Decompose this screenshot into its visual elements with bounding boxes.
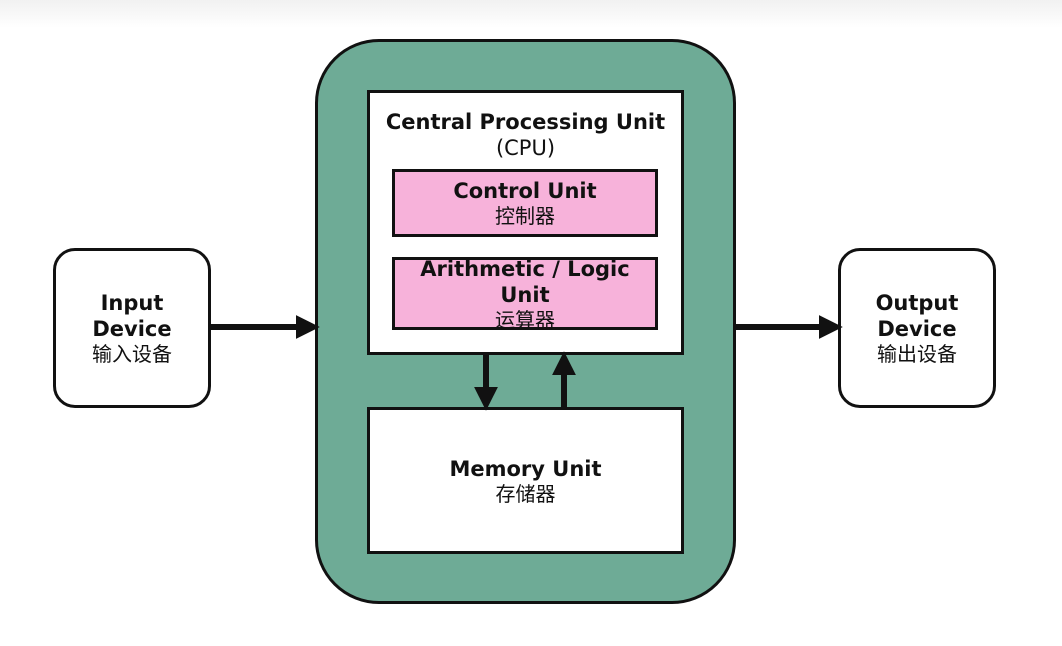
alu-box: Arithmetic / Logic Unit 运算器 xyxy=(392,256,658,332)
input-device-label: Input Device xyxy=(92,291,172,341)
alu-label: Arithmetic / Logic Unit xyxy=(420,256,630,307)
control-unit-box: Control Unit 控制器 xyxy=(392,169,658,237)
cpu-abbr: (CPU) xyxy=(495,136,556,160)
control-unit-label-zh: 控制器 xyxy=(495,204,555,228)
output-device-label-zh: 输出设备 xyxy=(877,342,957,366)
input-device-label-zh: 输入设备 xyxy=(92,342,172,366)
memory-unit-label-zh: 存储器 xyxy=(495,481,556,506)
cpu-title: Central Processing Unit xyxy=(385,110,666,134)
output-device-label: Output Device xyxy=(875,291,959,341)
output-device-box: Output Device 输出设备 xyxy=(838,248,996,408)
memory-unit-label: Memory Unit xyxy=(449,456,602,481)
input-device-box: Input Device 输入设备 xyxy=(53,248,211,408)
control-unit-label: Control Unit xyxy=(453,179,597,203)
alu-label-zh: 运算器 xyxy=(495,307,555,332)
memory-unit-box: Memory Unit 存储器 xyxy=(367,407,684,554)
top-shade xyxy=(0,0,1062,28)
